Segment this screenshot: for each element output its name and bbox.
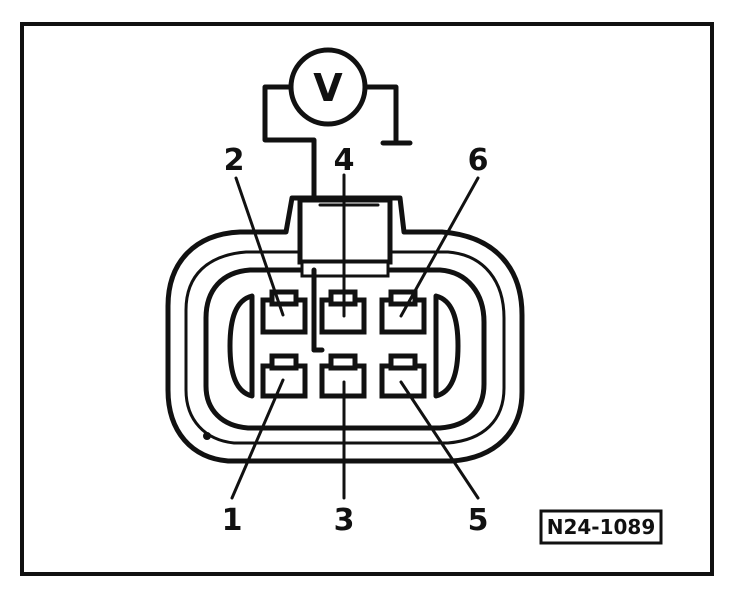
pin-label-5: 5	[468, 503, 489, 538]
connector-right-rib	[433, 293, 461, 399]
pin-6	[379, 289, 427, 335]
leader-line-2	[234, 176, 285, 317]
leader-line-1	[230, 378, 285, 500]
voltmeter-lead-right	[362, 84, 399, 143]
reference-code: N24-1089	[547, 515, 656, 539]
reference-code-box: N24-1089	[539, 509, 663, 545]
connector-left-rib	[227, 293, 255, 399]
pin-5	[379, 353, 427, 399]
connector-inner-shell	[203, 267, 487, 431]
connector-outer-shell	[165, 195, 525, 464]
leader-lines	[230, 173, 480, 500]
connector-marker-dot	[203, 432, 211, 440]
reference-code-frame	[539, 509, 663, 545]
voltmeter: V	[288, 47, 368, 127]
connector-middle-shell	[184, 250, 506, 445]
pin-label-1: 1	[222, 503, 243, 538]
pin-label-2: 2	[224, 143, 245, 178]
pin-label-6: 6	[468, 143, 489, 178]
voltmeter-symbol: V	[313, 66, 343, 110]
outer-frame	[20, 22, 714, 576]
leader-line-6	[399, 176, 480, 318]
pin-label-3: 3	[334, 503, 355, 538]
pin-2	[260, 289, 308, 335]
pin-label-4: 4	[334, 143, 355, 178]
terminal-pins	[260, 289, 427, 399]
leader-line-5	[399, 380, 480, 500]
